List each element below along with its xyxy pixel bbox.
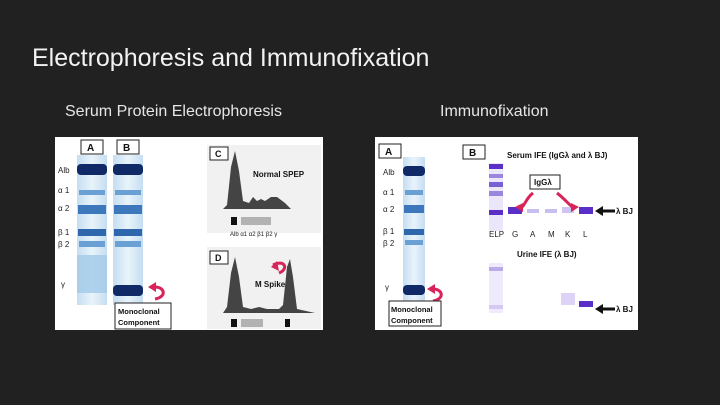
mspike-curve [213, 257, 315, 313]
lane-label-g: G [512, 230, 518, 239]
ife-row-label-alb: Alb [383, 168, 395, 177]
panel-c-label: C [215, 149, 222, 159]
spep-subtitle: Serum Protein Electrophoresis [65, 103, 282, 120]
row-label-gamma: γ [61, 280, 65, 289]
ife-panel-b-label: B [469, 148, 476, 159]
ife-row-label-b2: β 2 [383, 239, 395, 248]
panel-a-label: A [87, 143, 94, 154]
lambda-bj-upper: λ BJ [616, 207, 633, 216]
ife-row-label-gamma: γ [385, 283, 389, 292]
band-a-a1 [79, 190, 105, 195]
lane-label-k: K [565, 230, 571, 239]
lambda-bj-lower: λ BJ [616, 305, 633, 314]
band-b-b2 [115, 241, 141, 247]
iggl-label: IgGλ [534, 178, 552, 187]
band-a-gamma [77, 255, 107, 293]
lambda-bj-upper-arrow-icon [595, 206, 603, 216]
band-a-b2 [79, 241, 105, 247]
band-b-a1 [115, 190, 141, 195]
serum-ife-title: Serum IFE (IgGλ and λ BJ) [507, 151, 608, 160]
ife-row-label-a1: α 1 [383, 188, 395, 197]
ife-component-line1: Monoclonal [391, 305, 433, 314]
band-b-mspike [113, 285, 143, 296]
row-label-alb: Alb [58, 166, 70, 175]
row-label-a1: α 1 [58, 186, 70, 195]
urine-ife-title: Urine IFE (λ BJ) [517, 250, 577, 259]
band-a-a2 [78, 205, 106, 214]
ife-left-arrow-icon [432, 287, 443, 303]
panel-d-label: D [215, 253, 222, 263]
band-b-alb [113, 164, 143, 175]
spep-arrow-icon [154, 285, 165, 301]
spep-figure: A B Alb α 1 α 2 β 1 β 2 γ Monoclonal Com… [55, 137, 323, 330]
ife-row-label-b1: β 1 [383, 227, 395, 236]
band-a-b1 [78, 229, 106, 236]
ife-panel-a-label: A [385, 147, 392, 158]
ife-figure: A Alb α 1 α 2 β 1 β 2 γ Monoclonal Compo… [375, 137, 638, 330]
lane-label-a: A [530, 230, 536, 239]
lane-label-m: M [548, 230, 555, 239]
spep-component-line2: Component [118, 318, 160, 327]
normal-spep-curve [213, 151, 315, 209]
spep-axis-label: Alb α1 α2 β1 β2 γ [230, 232, 277, 238]
ife-subtitle: Immunofixation [440, 103, 549, 120]
serum-elp-band [489, 210, 503, 215]
ife-row-label-a2: α 2 [383, 205, 395, 214]
mspike-label: M Spike [255, 280, 286, 289]
normal-spep-label: Normal SPEP [253, 170, 305, 179]
spep-component-line1: Monoclonal [118, 307, 160, 316]
band-a-alb [77, 164, 107, 175]
lane-label-l: L [583, 230, 588, 239]
band-b-b1 [114, 229, 142, 236]
row-label-b1: β 1 [58, 228, 70, 237]
urine-l-band [579, 301, 593, 307]
row-label-b2: β 2 [58, 240, 70, 249]
ife-component-line2: Component [391, 316, 433, 325]
band-b-a2 [114, 205, 142, 214]
slide-title: Electrophoresis and Immunofixation [32, 44, 430, 72]
serum-g-band [508, 207, 522, 214]
row-label-a2: α 2 [58, 204, 70, 213]
spep-figure-graphic: A B Alb α 1 α 2 β 1 β 2 γ Monoclonal Com… [58, 139, 321, 330]
panel-b-label: B [123, 143, 130, 154]
lambda-bj-lower-arrow-icon [595, 304, 603, 314]
serum-l-band [579, 207, 593, 214]
ife-figure-graphic: A Alb α 1 α 2 β 1 β 2 γ Monoclonal Compo… [378, 143, 633, 327]
lane-label-elp: ELP [489, 230, 504, 239]
